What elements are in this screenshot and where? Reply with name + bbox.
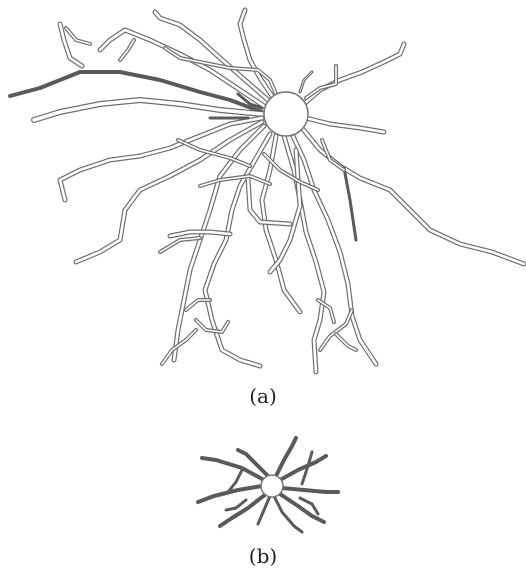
dendrite-a — [292, 134, 376, 364]
dendrite-a — [66, 28, 90, 44]
neuron-panel-a — [0, 0, 526, 380]
dendrite-a-core — [306, 118, 384, 132]
dendrite-a-core — [120, 40, 134, 60]
dendrite-b — [282, 488, 338, 492]
neuron-drawing-a — [0, 0, 526, 380]
soma-b — [261, 475, 283, 497]
dendrite-a — [76, 122, 262, 262]
dendrite-a — [174, 126, 264, 360]
dendrite-a-core — [304, 44, 404, 104]
dendrite-b — [276, 438, 296, 476]
neuron-panel-b — [0, 430, 526, 542]
dendrite-a — [284, 136, 324, 372]
caption-a: (a) — [0, 384, 526, 408]
dendrite-a-core — [174, 126, 264, 360]
dendrite-a — [344, 168, 356, 240]
dendrite-a-core — [284, 136, 324, 372]
dendrite-a — [300, 72, 312, 92]
neuron-drawing-b — [0, 430, 526, 542]
caption-b: (b) — [0, 544, 526, 568]
soma-a — [264, 92, 308, 136]
dendrite-b — [226, 500, 246, 510]
dendrite-a-core — [76, 122, 262, 262]
